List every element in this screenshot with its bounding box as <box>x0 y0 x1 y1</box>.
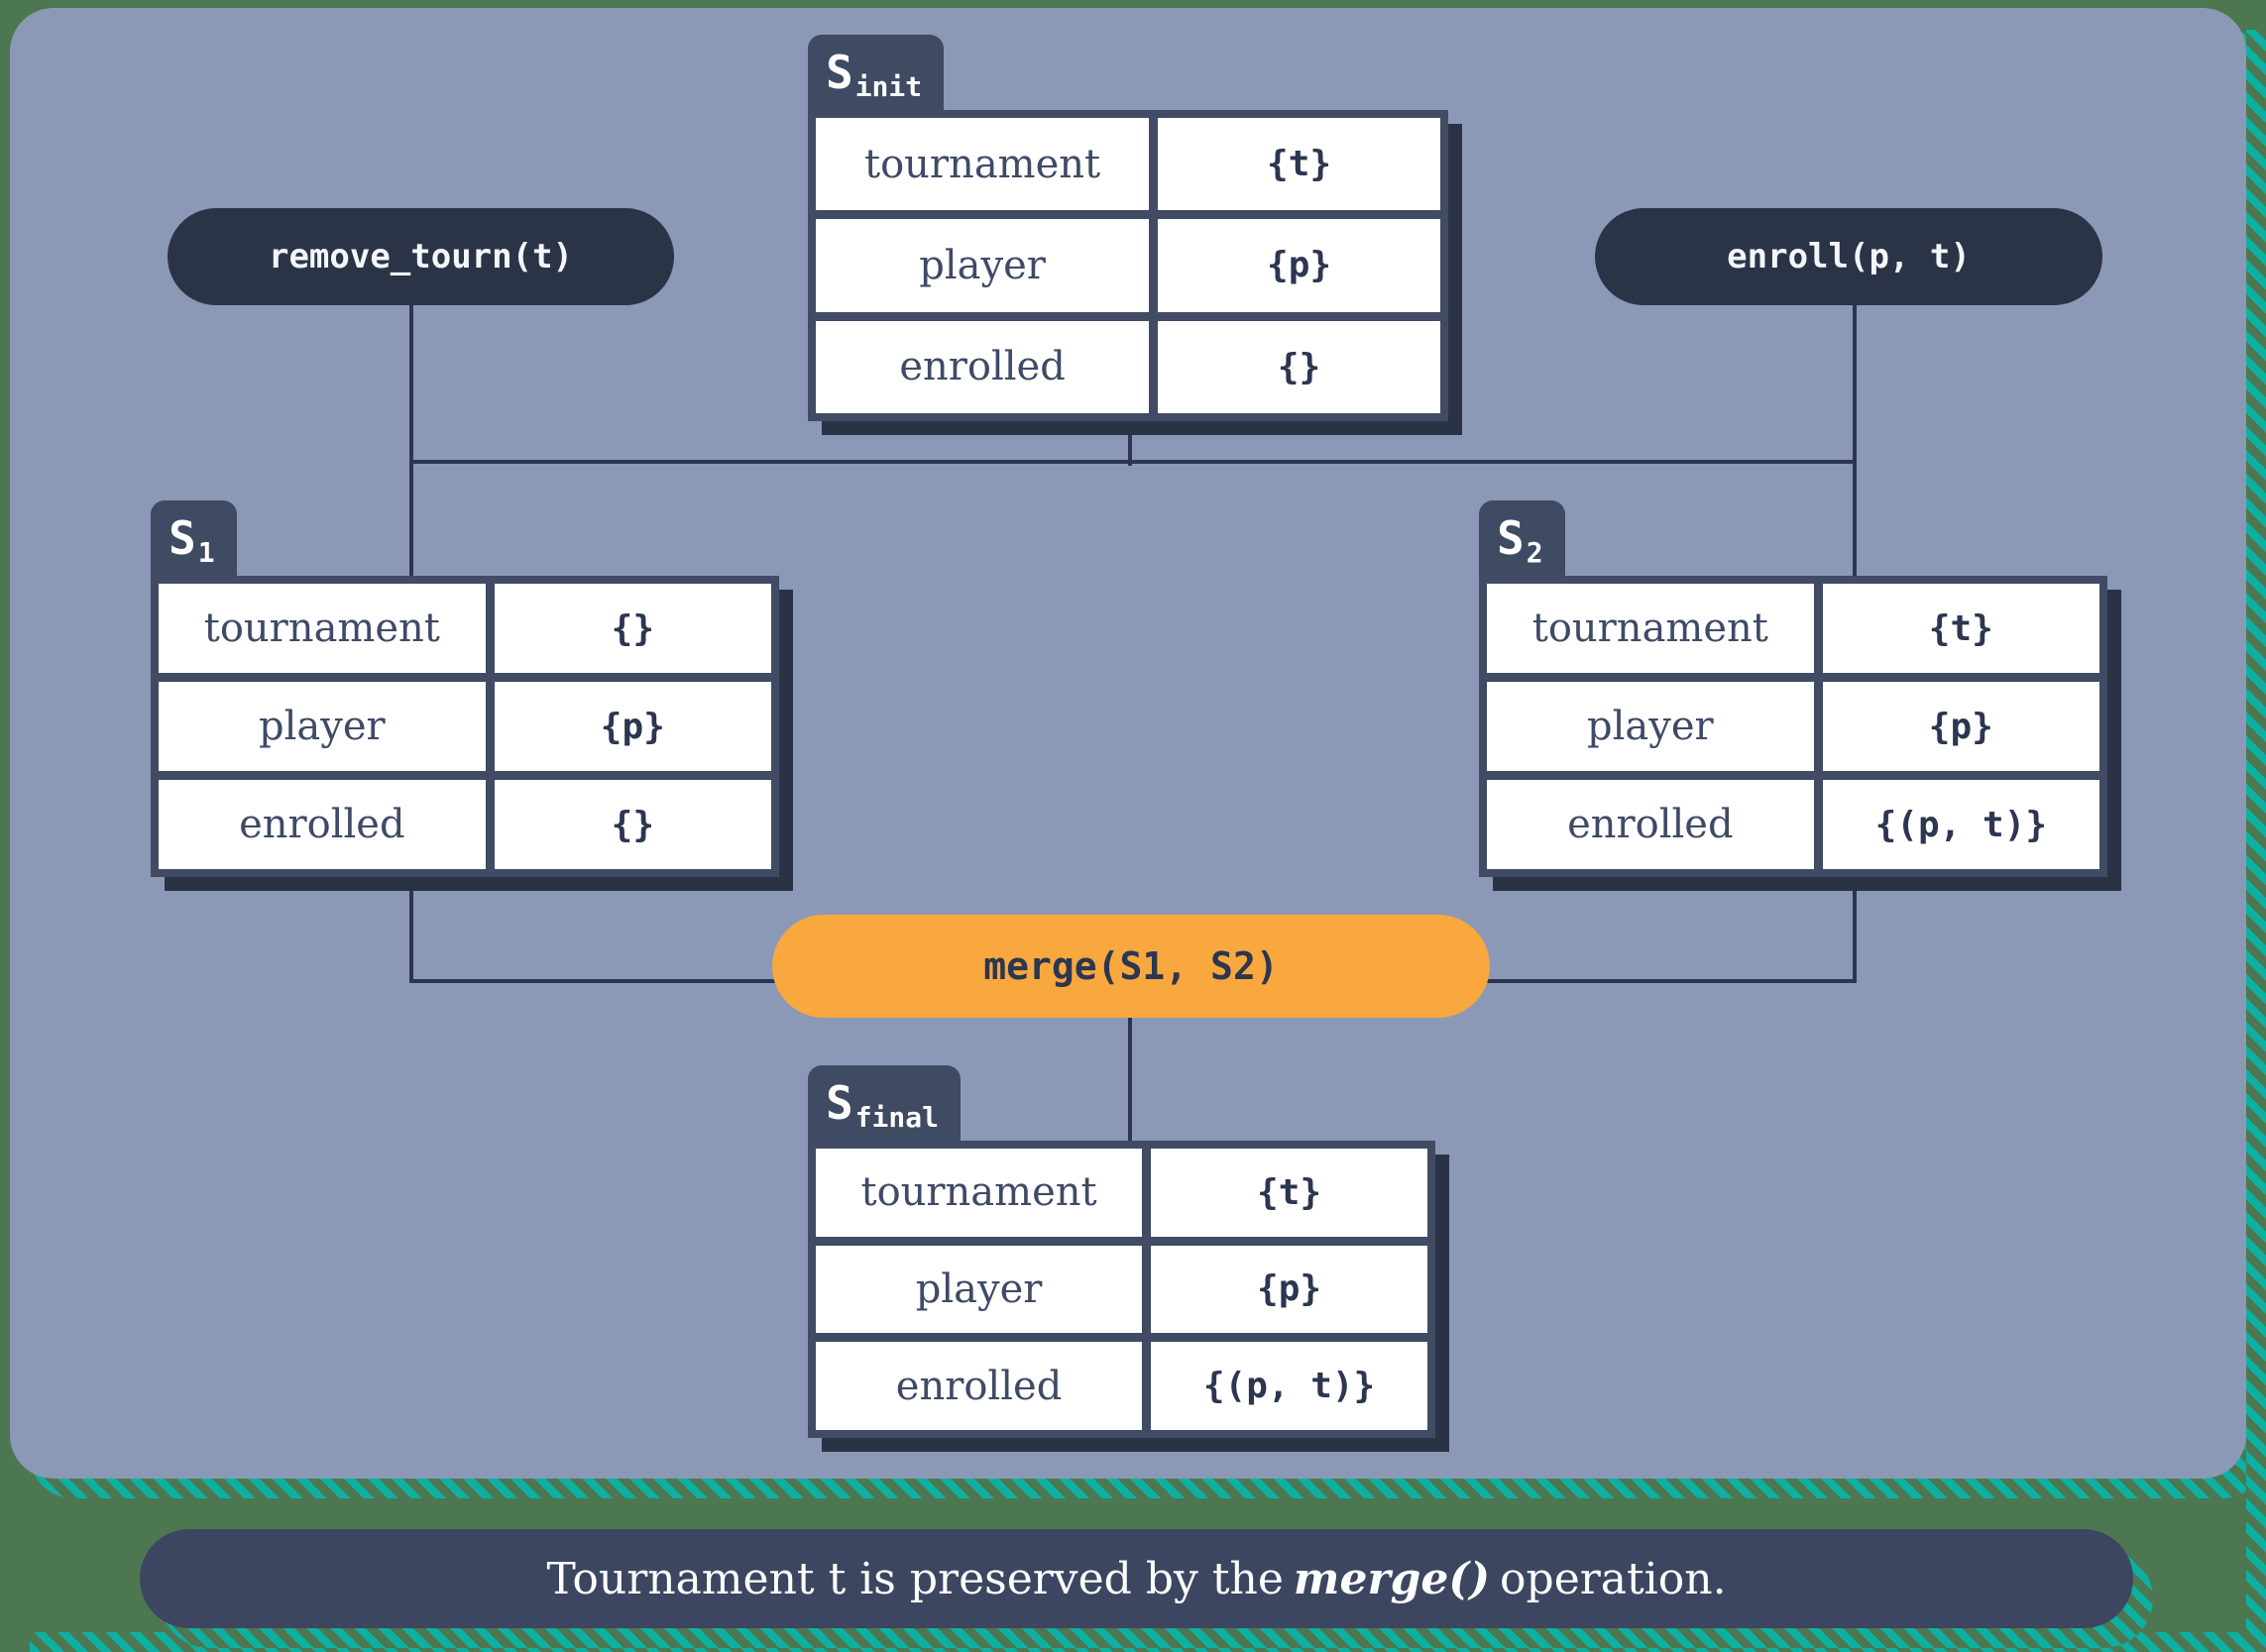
field-cell: enrolled <box>159 780 486 869</box>
caption-text-prefix: Tournament t is preserved by the <box>546 1553 1284 1604</box>
operation-label: merge(S1, S2) <box>983 944 1279 988</box>
caption-bar: Tournament t is preserved by the merge()… <box>140 1529 2133 1628</box>
value-cell: {(p, t)} <box>1151 1342 1427 1430</box>
field-cell: enrolled <box>816 1342 1143 1430</box>
field-cell: enrolled <box>816 320 1150 413</box>
connector-branch-horizontal <box>409 460 1857 464</box>
state-subscript: init <box>854 70 923 103</box>
value-cell: {p} <box>1822 682 2099 771</box>
connector-sinit-down <box>1128 416 1132 466</box>
caption-text-suffix: operation. <box>1500 1553 1727 1604</box>
value-cell: {t} <box>1151 1149 1427 1237</box>
value-cell: {t} <box>1822 584 2099 673</box>
edge-stripe-band-right <box>2246 30 2266 1652</box>
state-subscript: 2 <box>1526 536 1543 569</box>
connector-s1-to-merge <box>409 979 776 983</box>
field-cell: tournament <box>159 584 486 673</box>
connector-s1-down <box>409 872 413 983</box>
state-table-s2: S 2 tournament {t} player {p} enrolled {… <box>1479 500 2107 877</box>
state-name: S <box>826 1076 853 1130</box>
field-cell: player <box>1487 682 1814 771</box>
operation-pill-merge: merge(S1, S2) <box>772 915 1490 1018</box>
state-name: S <box>169 511 196 565</box>
state-subscript: final <box>854 1101 939 1134</box>
value-cell: {} <box>494 584 771 673</box>
operation-pill-remove-tourn: remove_tourn(t) <box>168 208 674 305</box>
operation-label: remove_tourn(t) <box>268 237 574 276</box>
field-cell: player <box>159 682 486 771</box>
value-cell: {p} <box>1158 219 1440 312</box>
state-name: S <box>826 46 853 99</box>
field-cell: enrolled <box>1487 780 1814 869</box>
operation-pill-enroll: enroll(p, t) <box>1595 208 2102 305</box>
state-tab-s2: S 2 <box>1479 500 1565 576</box>
state-name: S <box>1497 511 1525 565</box>
field-cell: tournament <box>816 1149 1143 1237</box>
value-cell: {} <box>494 780 771 869</box>
state-table-s-final: S final tournament {t} player {p} enroll… <box>808 1065 1435 1438</box>
connector-remove-to-s1 <box>409 297 413 585</box>
value-cell: {(p, t)} <box>1822 780 2099 869</box>
value-cell: {t} <box>1158 118 1440 211</box>
state-subscript: 1 <box>197 536 215 569</box>
state-tab-s-init: S init <box>808 35 945 110</box>
state-grid: tournament {t} player {p} enrolled {(p, … <box>808 1141 1435 1438</box>
state-tab-s-final: S final <box>808 1065 961 1141</box>
connector-s2-to-merge <box>1487 979 1857 983</box>
state-grid: tournament {} player {p} enrolled {} <box>151 576 779 877</box>
field-cell: tournament <box>816 118 1150 211</box>
connector-enroll-to-s2 <box>1853 297 1857 585</box>
state-tab-s1: S 1 <box>151 500 237 576</box>
field-cell: player <box>816 219 1150 312</box>
connector-s2-down <box>1853 872 1857 983</box>
value-cell: {p} <box>494 682 771 771</box>
operation-label: enroll(p, t) <box>1727 237 1971 276</box>
field-cell: player <box>816 1245 1143 1334</box>
state-table-s-init: S init tournament {t} player {p} enrolle… <box>808 35 1448 421</box>
value-cell: {p} <box>1151 1245 1427 1334</box>
field-cell: tournament <box>1487 584 1814 673</box>
state-table-s1: S 1 tournament {} player {p} enrolled {} <box>151 500 779 877</box>
state-grid: tournament {t} player {p} enrolled {} <box>808 110 1448 421</box>
connector-merge-to-sfinal <box>1128 1011 1132 1150</box>
caption-text-emphasis: merge() <box>1293 1553 1491 1604</box>
value-cell: {} <box>1158 320 1440 413</box>
state-grid: tournament {t} player {p} enrolled {(p, … <box>1479 576 2107 877</box>
